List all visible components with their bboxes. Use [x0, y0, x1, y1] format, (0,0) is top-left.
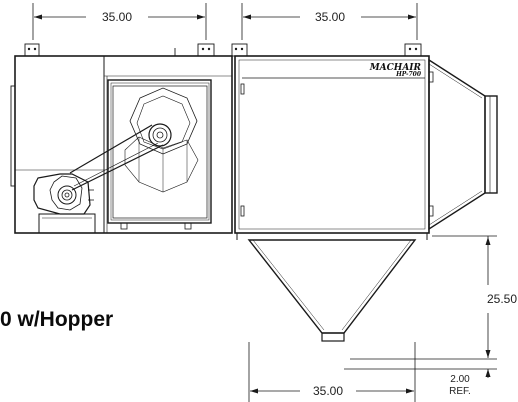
hopper-height-label: 25.50 [487, 292, 517, 306]
blower-cabinet [10, 55, 233, 234]
top-left-dimension [32, 3, 207, 40]
ref-note-label: REF. [449, 386, 471, 397]
mounting-brackets [24, 43, 422, 57]
hopper [236, 233, 428, 342]
cabinet-feet [120, 222, 192, 230]
drive-belt [69, 124, 164, 191]
top-right-width-label: 35.00 [315, 10, 345, 24]
drawing-caption: 0 w/Hopper [0, 308, 114, 331]
motor [33, 173, 96, 234]
top-right-dimension [241, 3, 418, 40]
ref-dimension [344, 368, 497, 378]
logo-main: MACHAIR [369, 63, 422, 73]
logo-sub: HP-700 [395, 71, 422, 78]
collector-cabinet [234, 55, 434, 234]
bottom-width-label: 35.00 [313, 384, 343, 398]
inlet-transition [428, 58, 498, 231]
ref-height-label: 2.00 [450, 374, 470, 385]
blower-housing [107, 79, 212, 224]
hopper-height-dimension [350, 235, 497, 360]
bottom-width-dimension [248, 342, 416, 402]
top-left-width-label: 35.00 [102, 10, 132, 24]
